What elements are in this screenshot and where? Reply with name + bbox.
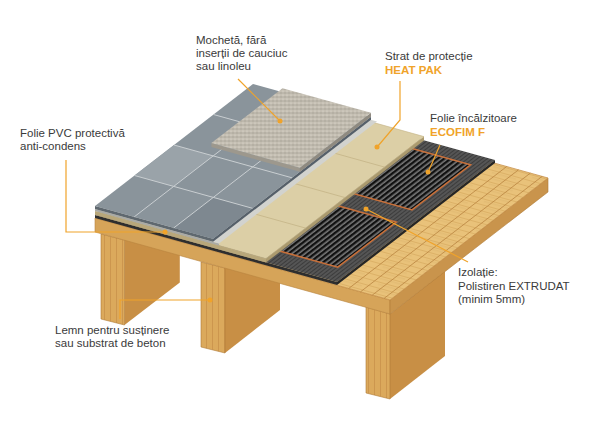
callout-label: Polistiren EXTRUDAT (minim 5mm) [458, 280, 582, 306]
tile [174, 197, 253, 238]
callout-label: Izolație: [458, 266, 498, 279]
leader-dot [426, 170, 431, 175]
leader-dot [364, 207, 369, 212]
leader-line [238, 79, 279, 120]
leader-line [378, 81, 400, 146]
leader-dot [278, 119, 283, 124]
leader-dot [375, 145, 380, 150]
tile-layer [95, 84, 371, 242]
callout-label: Lemn pentru susținere sau substrat de be… [55, 324, 177, 350]
carpet-layer [211, 88, 371, 172]
callout-label: Folie încălzitoare [430, 112, 517, 125]
tile-joint [135, 176, 253, 209]
leader-line [66, 160, 163, 232]
callout-label: HEAT PAK [385, 64, 442, 77]
callout-label: ECOFIM F [430, 126, 485, 139]
carpet-top [211, 88, 371, 168]
callout-label: Mochetă, fără inserții de cauciuc sau li… [196, 34, 294, 73]
leader-lines [66, 79, 468, 319]
leader-dot [208, 298, 213, 303]
joist-front [201, 262, 225, 353]
leader-dot [163, 230, 168, 235]
callout-label: Folie PVC protectivă anti-condens [20, 127, 132, 153]
leader-dots [163, 119, 431, 303]
leader-line [368, 210, 468, 262]
joist-front [366, 307, 390, 399]
leader-line [429, 145, 440, 170]
leader-line [120, 300, 208, 319]
tile-top [95, 84, 371, 239]
callout-label: Strat de protecție [385, 50, 473, 63]
joist-front [101, 234, 125, 325]
tile [135, 145, 214, 186]
